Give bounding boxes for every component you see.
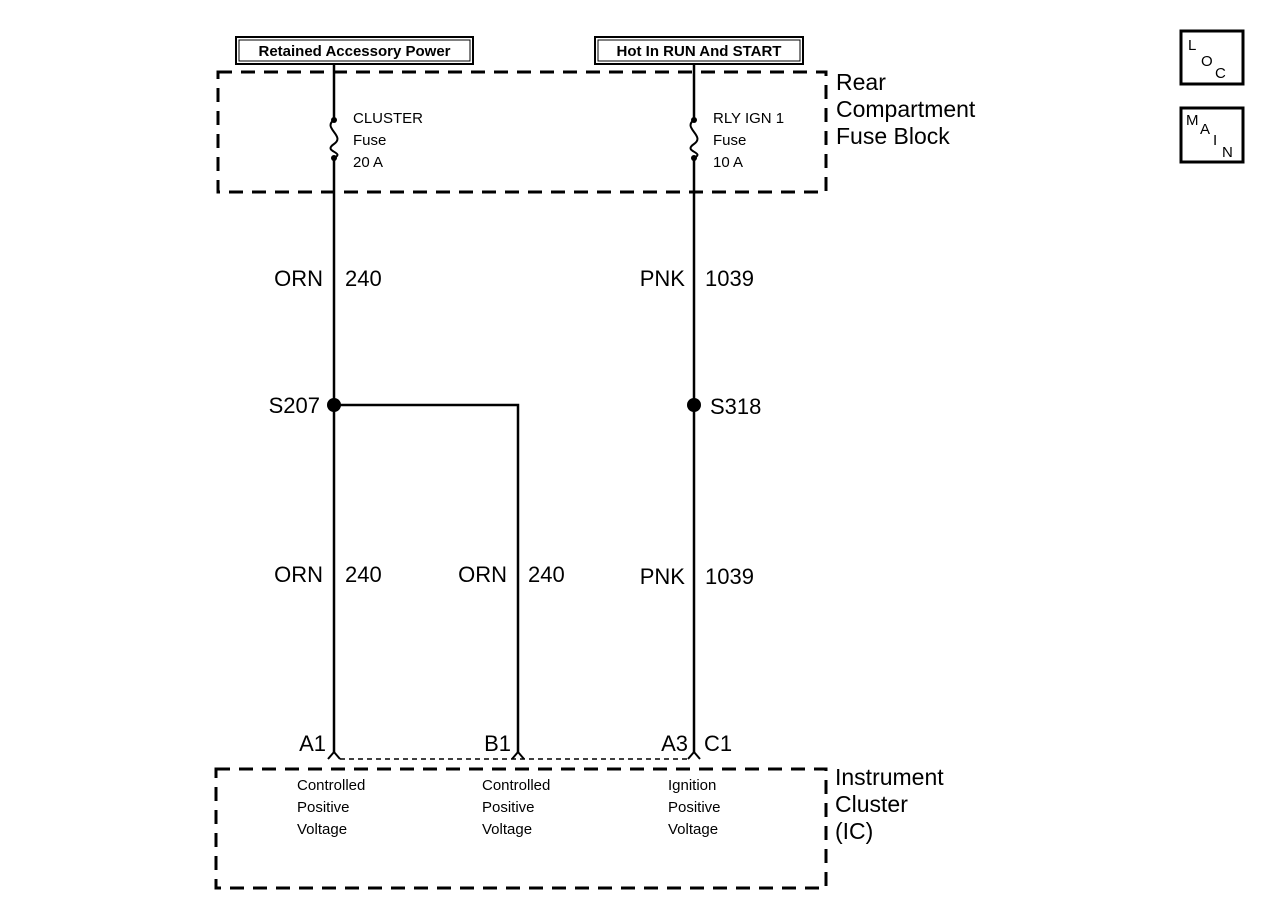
svg-text:N: N (1222, 144, 1233, 161)
main-icon[interactable]: M A I N (1179, 106, 1245, 164)
wire-upper-left-color: ORN (274, 266, 323, 291)
fuse-right-symbol (689, 119, 699, 159)
fuse-block-label-2: Compartment (836, 96, 976, 122)
connector-a1-pin (327, 750, 341, 760)
fuse-block-label-3: Fuse Block (836, 123, 950, 149)
pin-a1-desc-3: Voltage (297, 821, 347, 838)
pin-a3-desc-2: Positive (668, 799, 721, 816)
wire-lower-left-color: ORN (274, 562, 323, 587)
pin-b1-desc-1: Controlled (482, 777, 550, 794)
fuse-right-rating: 10 A (713, 154, 743, 171)
wire-branch-b1 (334, 403, 520, 752)
connector-a3-pin (687, 750, 701, 760)
connector-a1-label: A1 (299, 731, 326, 756)
power-source-right-label: Hot In RUN And START (617, 43, 782, 60)
connector-a3-label: A3 (661, 731, 688, 756)
fuse-left-rating: 20 A (353, 154, 383, 171)
fuse-left-symbol (329, 119, 339, 159)
wire-upper-left-circuit: 240 (345, 266, 382, 291)
pin-a1-desc-2: Positive (297, 799, 350, 816)
instrument-cluster-outline (214, 767, 828, 890)
cluster-label-2: Cluster (835, 791, 908, 817)
fuse-block-outline (216, 70, 828, 194)
cluster-label-3: (IC) (835, 818, 873, 844)
connector-b1-label: B1 (484, 731, 511, 756)
svg-text:O: O (1201, 53, 1213, 70)
splice-s318 (687, 398, 701, 412)
pin-b1-desc-3: Voltage (482, 821, 532, 838)
wire-upper-right-color: PNK (640, 266, 686, 291)
power-source-left-label: Retained Accessory Power (258, 43, 450, 60)
pin-a3-desc-3: Voltage (668, 821, 718, 838)
wire-lower-left-circuit: 240 (345, 562, 382, 587)
wire-lower-middle-color: ORN (458, 562, 507, 587)
splice-s318-label: S318 (710, 394, 761, 419)
pin-a1-desc-1: Controlled (297, 777, 365, 794)
pin-a3-desc-1: Ignition (668, 777, 716, 794)
fuse-block-label-1: Rear (836, 69, 886, 95)
svg-text:A: A (1200, 121, 1210, 138)
wire-lower-right-color: PNK (640, 564, 686, 589)
svg-text:M: M (1186, 112, 1199, 129)
svg-text:C: C (1215, 65, 1226, 82)
power-source-left: Retained Accessory Power (235, 36, 474, 65)
wire-lower-right-circuit: 1039 (705, 564, 754, 589)
loc-icon[interactable]: L O C (1179, 29, 1245, 86)
cluster-label-1: Instrument (835, 764, 944, 790)
splice-s207-label: S207 (269, 393, 320, 418)
svg-text:I: I (1213, 132, 1217, 149)
fuse-left-name: CLUSTER (353, 110, 423, 127)
connector-b1-pin (511, 750, 525, 760)
svg-text:L: L (1188, 37, 1196, 54)
fuse-right-name: RLY IGN 1 (713, 110, 784, 127)
fuse-left-type: Fuse (353, 132, 386, 149)
fuse-right-type: Fuse (713, 132, 746, 149)
connector-c1-label: C1 (704, 731, 732, 756)
wire-upper-right-circuit: 1039 (705, 266, 754, 291)
power-source-right: Hot In RUN And START (594, 36, 804, 65)
pin-b1-desc-2: Positive (482, 799, 535, 816)
wire-lower-middle-circuit: 240 (528, 562, 565, 587)
